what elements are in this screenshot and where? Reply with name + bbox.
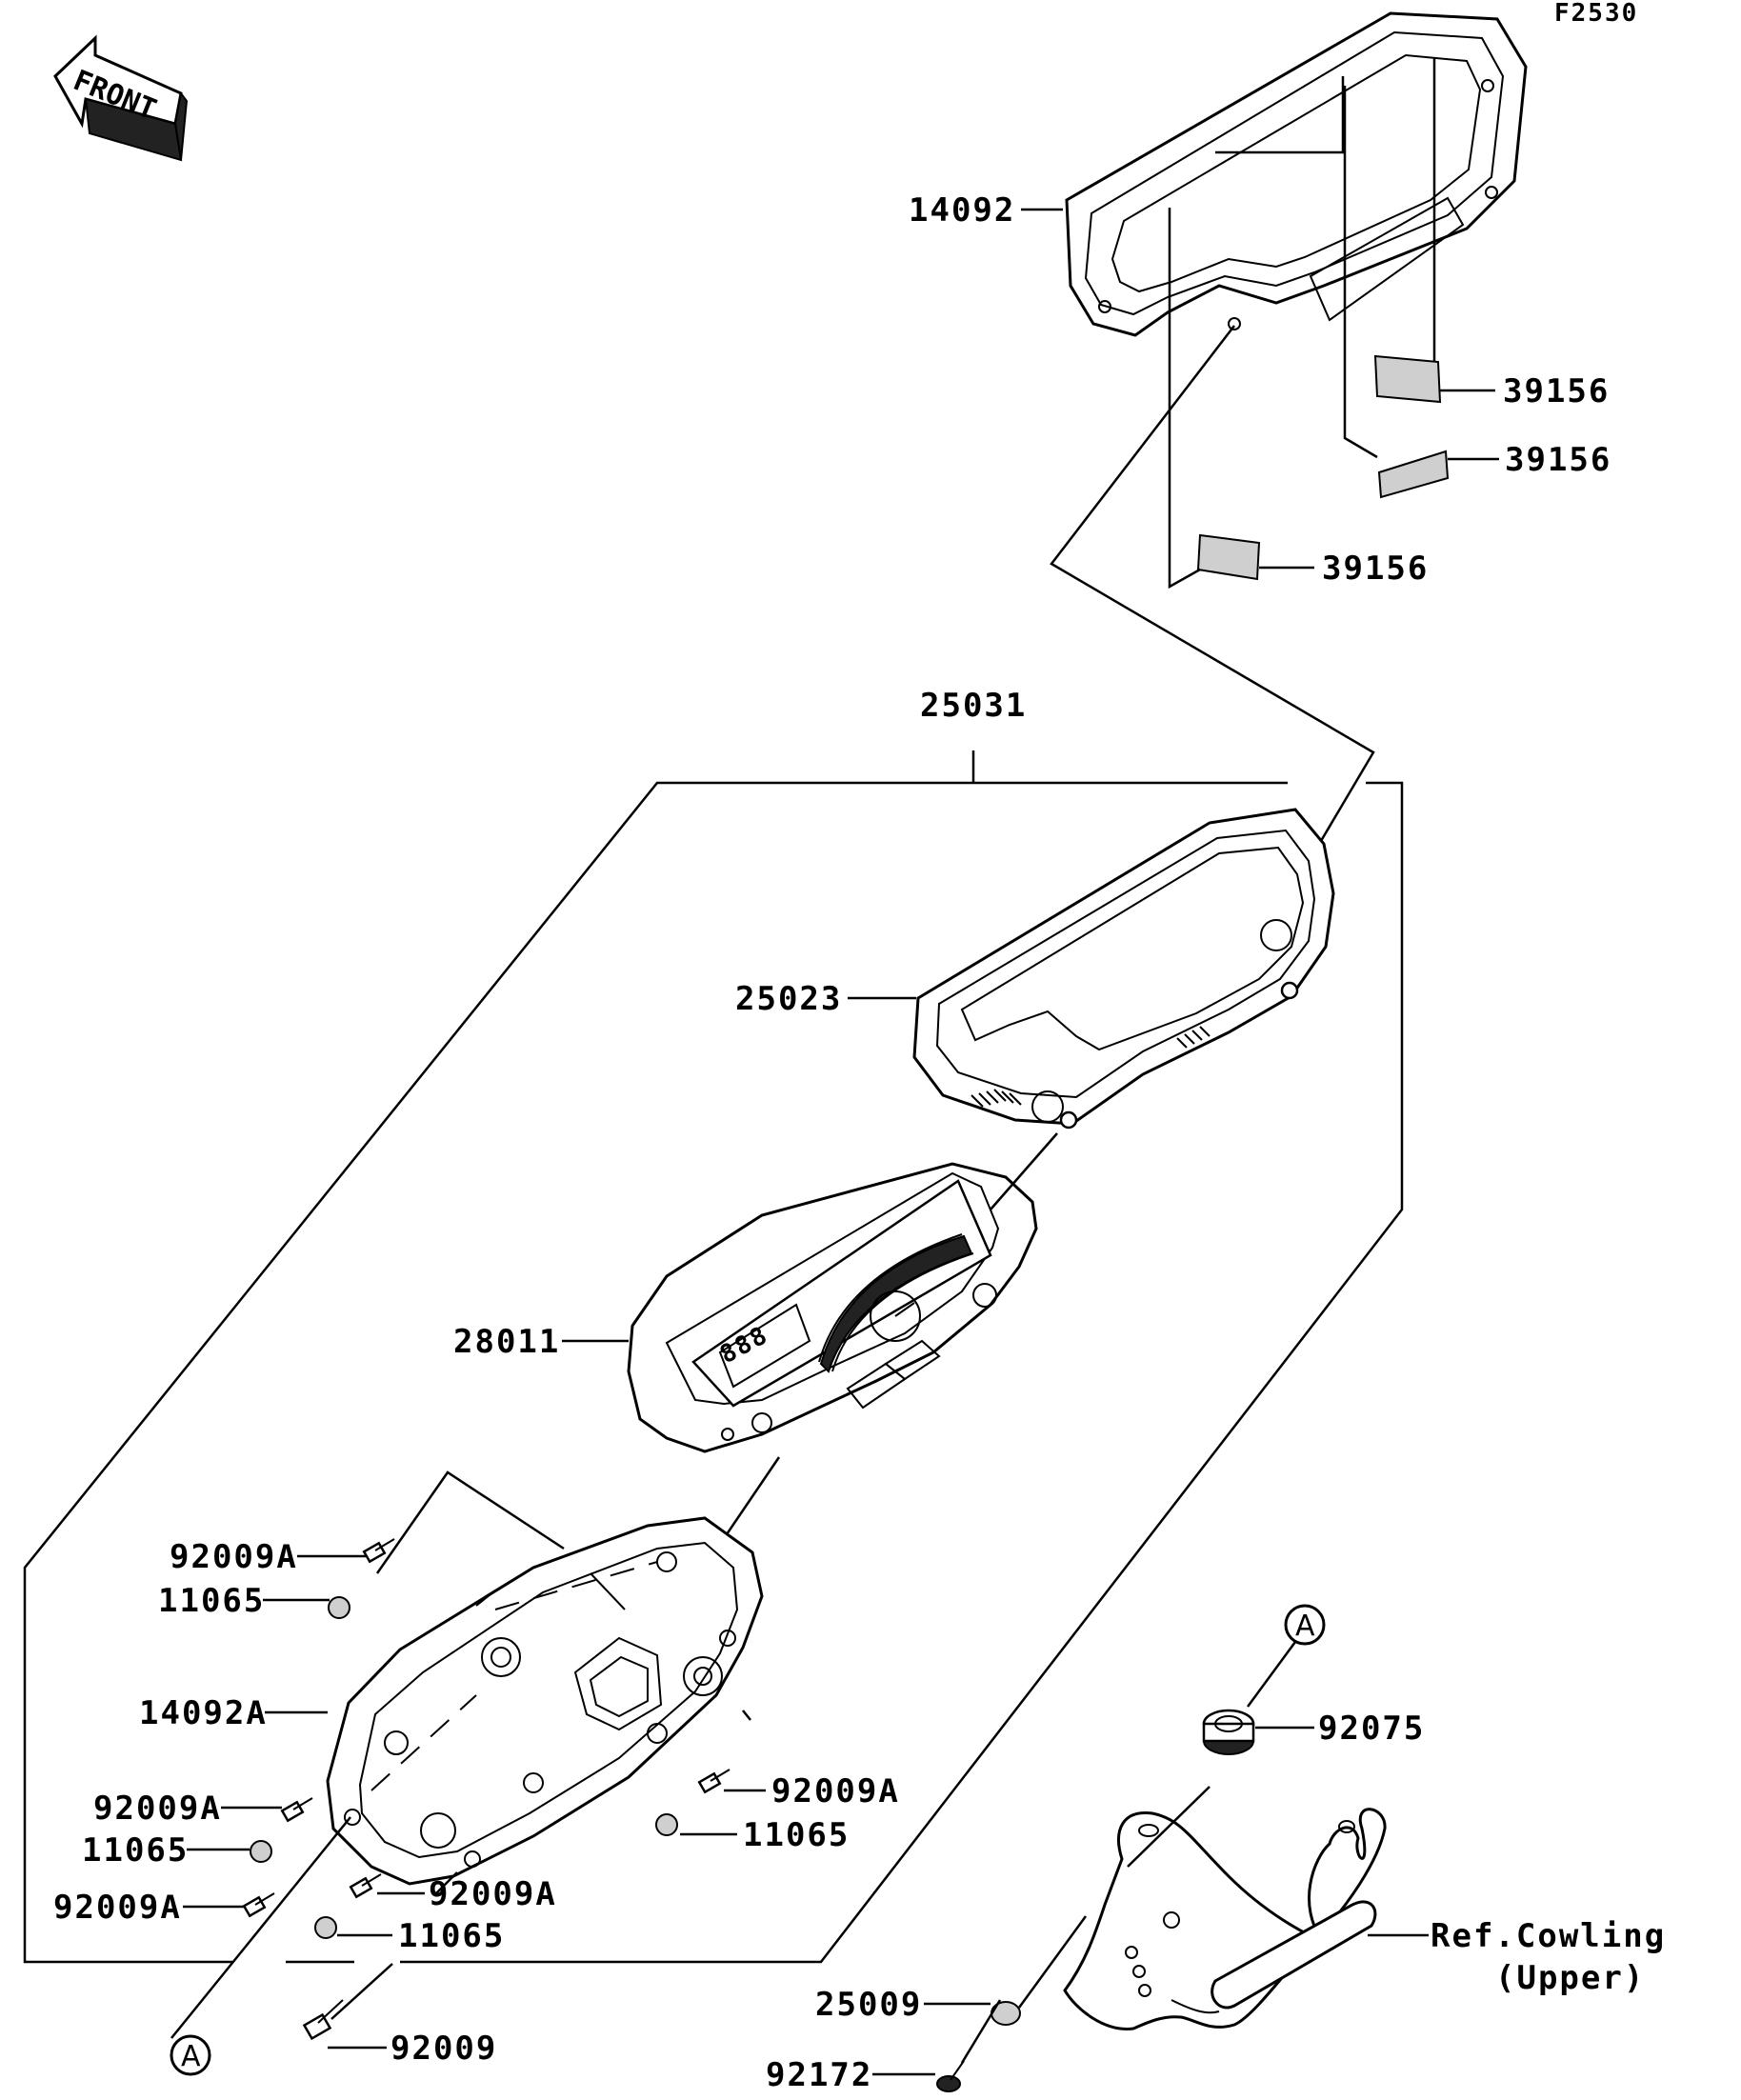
sticker-39156-c xyxy=(1196,533,1261,581)
ref-marker-a-right-label: A xyxy=(1295,1610,1315,1643)
screw-92009A-3 xyxy=(697,1769,730,1794)
ref-marker-a-bottom: A xyxy=(170,2034,211,2076)
vent-slots xyxy=(971,1026,1211,1108)
screw-92009A-5 xyxy=(349,1873,382,1899)
label-92009A-5: 92009A xyxy=(429,1875,557,1913)
label-14092A: 14092A xyxy=(139,1694,268,1732)
grommet-92075 xyxy=(1202,1709,1255,1755)
label-39156-c: 39156 xyxy=(1322,550,1429,588)
meter-lower-case-14092A xyxy=(326,1516,764,1886)
ref-marker-a-right: A xyxy=(1284,1604,1326,1646)
sticker-39156-a xyxy=(1373,354,1442,404)
label-39156-b: 39156 xyxy=(1505,441,1611,479)
grommet-11065-1 xyxy=(328,1596,350,1619)
screw-92009A-2 xyxy=(280,1797,313,1823)
label-92009A-4: 92009A xyxy=(53,1889,182,1927)
label-92009A-1: 92009A xyxy=(170,1538,298,1576)
screw-92009A-4 xyxy=(242,1892,275,1918)
label-39156-a: 39156 xyxy=(1503,372,1610,410)
ref-marker-a-bottom-label: A xyxy=(181,2040,201,2073)
label-92172: 92172 xyxy=(766,2056,872,2094)
assembly-outline-25031 xyxy=(23,750,1404,1964)
label-11065-3: 11065 xyxy=(743,1816,850,1854)
meter-cover-14092 xyxy=(1065,11,1528,337)
grommet-11065-3 xyxy=(655,1813,678,1836)
figure-code: F2530 xyxy=(1554,0,1638,28)
sticker-39156-b xyxy=(1377,450,1450,499)
label-25009: 25009 xyxy=(815,1986,922,2024)
label-92009A-2: 92009A xyxy=(93,1790,222,1828)
meter-assembly-28011: 888 xyxy=(627,1162,1038,1453)
label-ref-cowling: Ref.Cowling xyxy=(1431,1917,1666,1955)
label-11065-2: 11065 xyxy=(82,1831,189,1870)
label-11065-1: 11065 xyxy=(158,1582,265,1620)
label-ref-cowling-upper: (Upper) xyxy=(1495,1959,1645,1997)
label-14092: 14092 xyxy=(909,191,1015,230)
label-11065-4: 11065 xyxy=(398,1917,505,1955)
meter-case-25023 xyxy=(912,808,1335,1130)
screw-92009 xyxy=(302,1999,344,2041)
screw-92172 xyxy=(936,2060,965,2092)
label-92009: 92009 xyxy=(390,2030,497,2068)
cowling-stay xyxy=(1063,1808,1387,2030)
label-25023: 25023 xyxy=(735,980,842,1018)
label-25031: 25031 xyxy=(920,687,1027,725)
screw-92009A-1 xyxy=(362,1538,395,1564)
grommet-11065-2 xyxy=(250,1840,272,1863)
label-28011: 28011 xyxy=(453,1323,560,1361)
label-92075: 92075 xyxy=(1318,1710,1425,1748)
label-92009A-3: 92009A xyxy=(771,1772,900,1810)
front-arrow-icon: FRONT xyxy=(53,34,189,162)
grommet-11065-4 xyxy=(314,1916,337,1939)
